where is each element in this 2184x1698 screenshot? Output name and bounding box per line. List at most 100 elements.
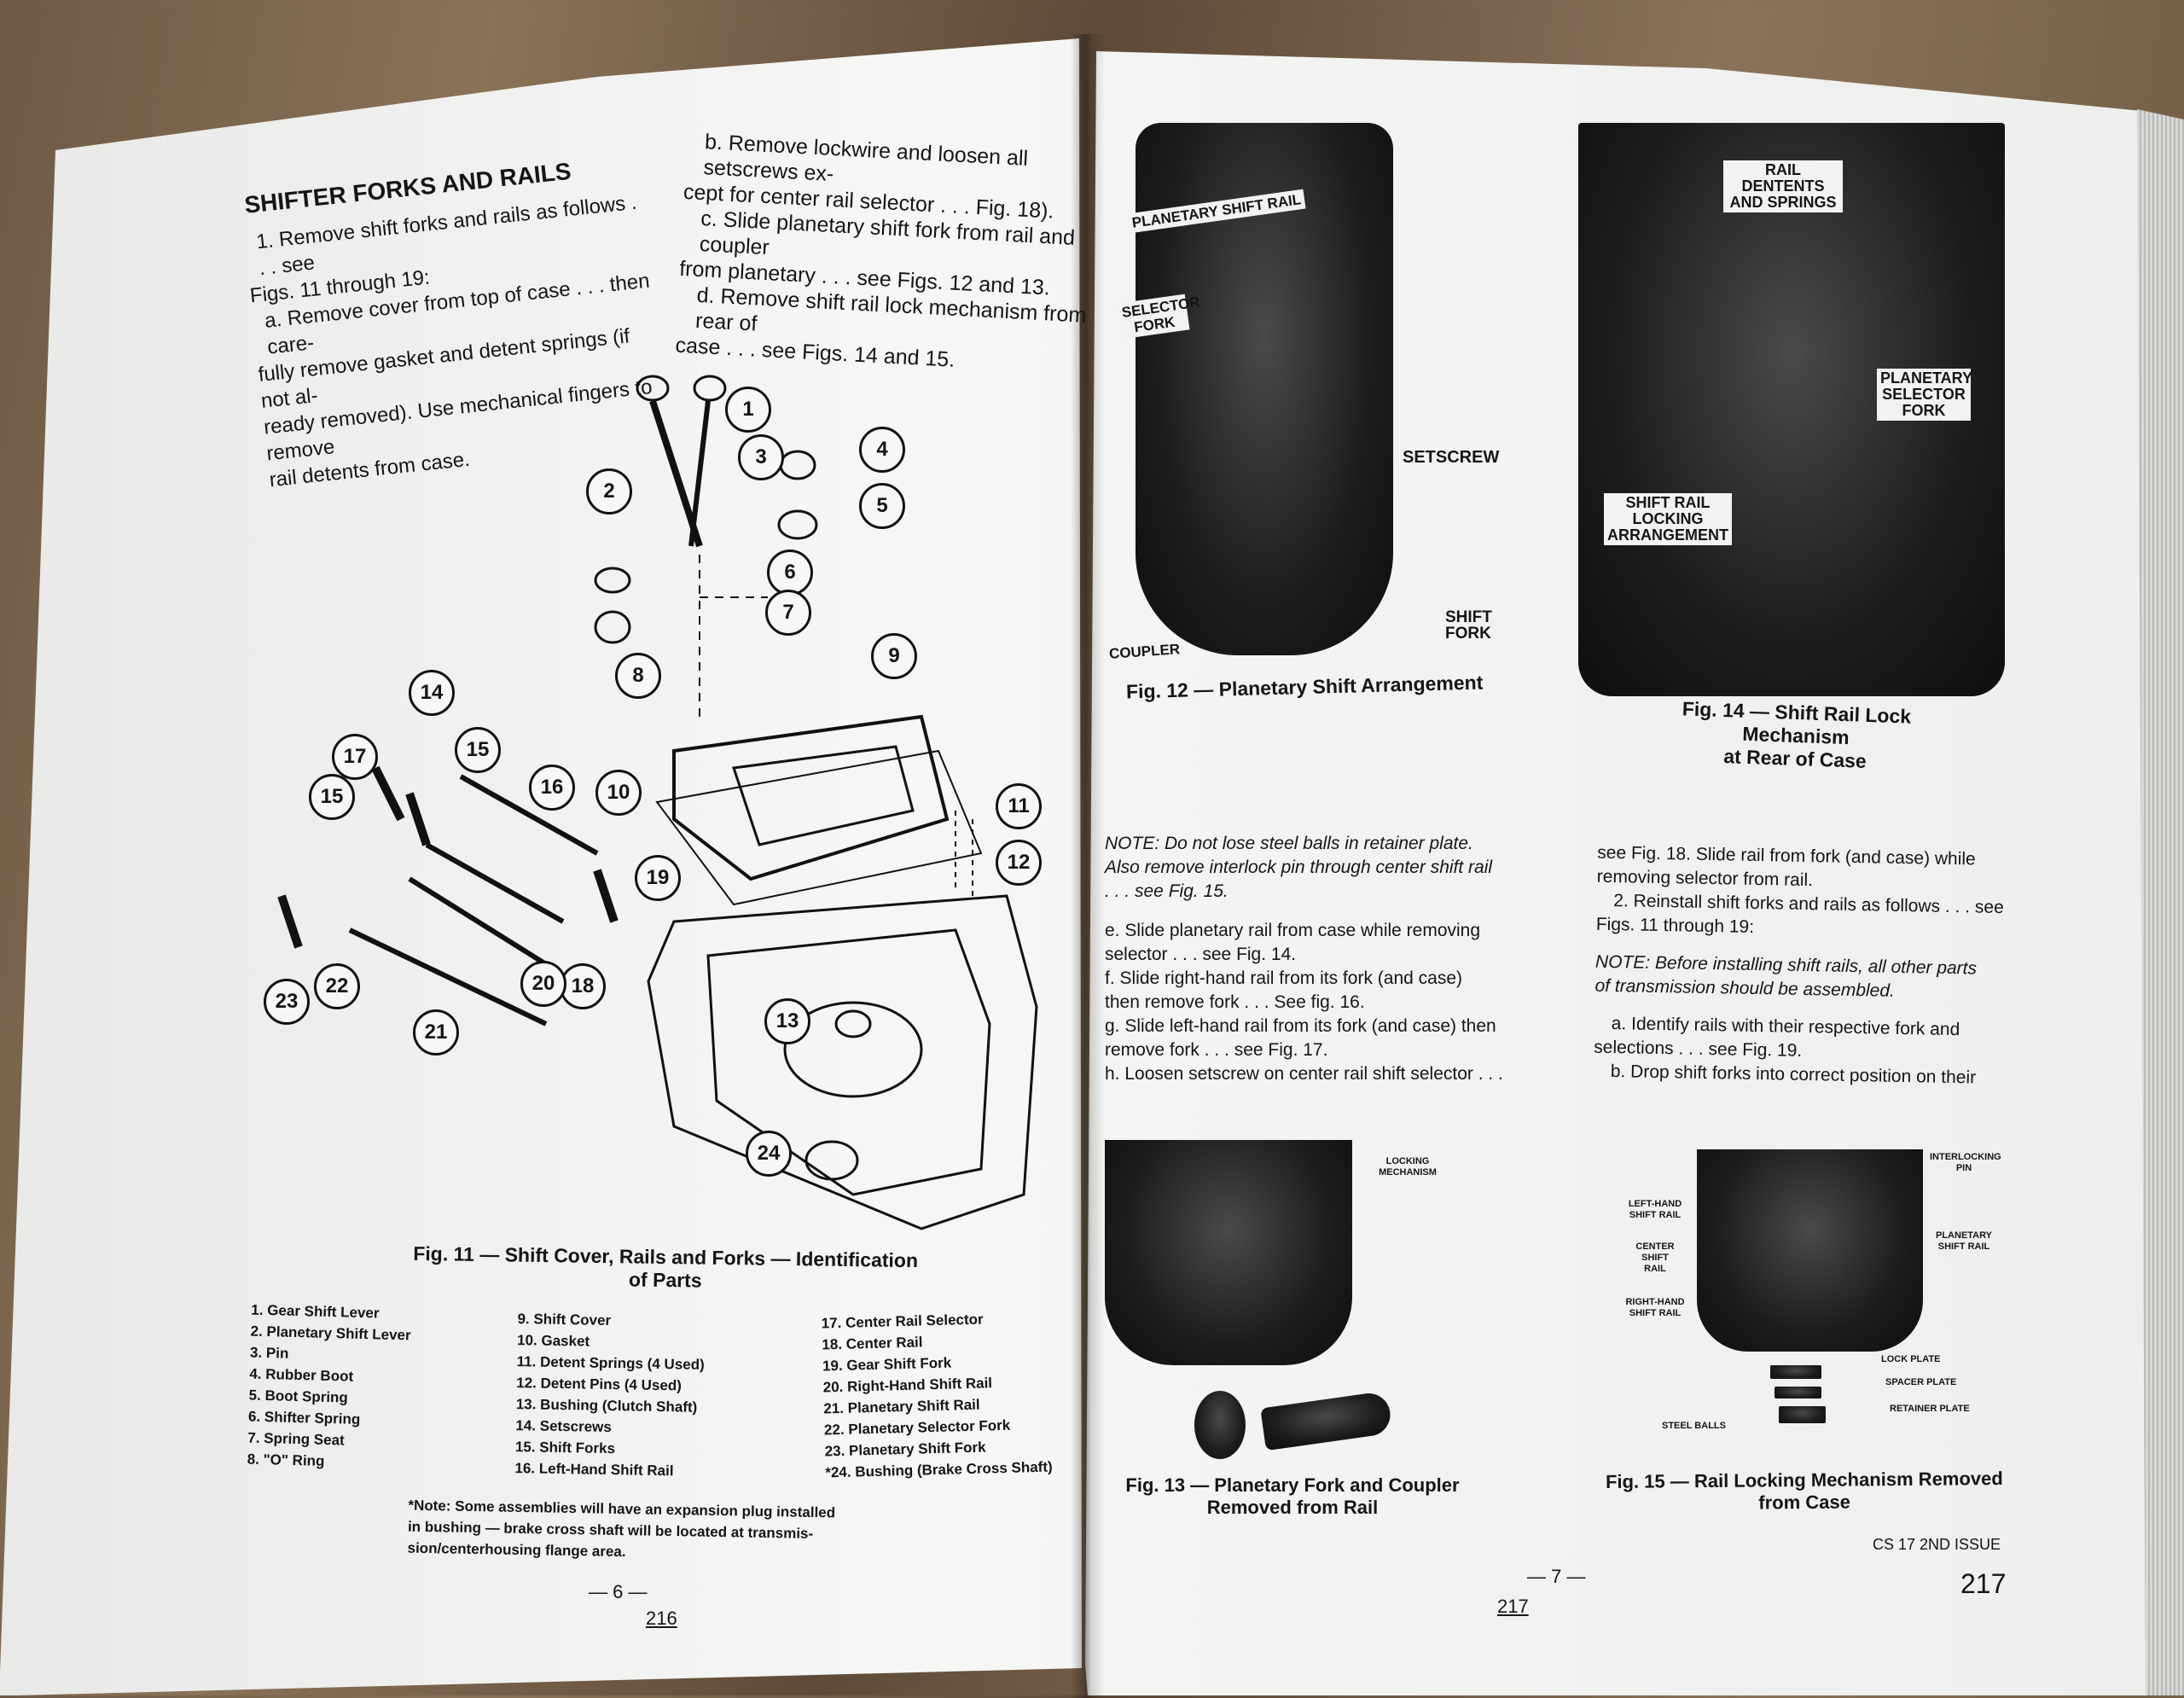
gasket [655,749,983,906]
rubber-boot [594,567,631,594]
text-line: NOTE: Do not lose steel balls in retaine… [1105,834,1473,853]
part-item: 8. "O" Ring [247,1451,325,1469]
issue-label: CS 17 2ND ISSUE [1873,1536,2001,1553]
label-text: SHIFT RAIL LOCKING ARRANGEMENT [1607,494,1728,544]
label-center-rail: CENTER SHIFT RAIL [1634,1242,1676,1275]
part-item: 16. Left-Hand Shift Rail [514,1460,674,1480]
label-left-hand-rail: LEFT-HAND SHIFT RAIL [1621,1199,1689,1221]
label-planetary-shift-rail: PLANETARY SHIFT RAIL [1930,1230,1998,1253]
callout-19: 19 [635,855,681,901]
fig11-caption: Fig. 11 — Shift Cover, Rails and Forks —… [324,1241,1008,1296]
part-item: 13. Bushing (Clutch Shaft) [515,1396,698,1416]
label-text: SPACER PLATE [1885,1377,1957,1387]
part-item: 14. Setscrews [515,1417,612,1436]
fig13-photo [1105,1140,1352,1365]
page-number: 217 [1497,1596,1529,1617]
case-bore [783,1001,923,1098]
shift-forks [277,765,619,949]
label-interlocking-pin: INTERLOCKING PIN [1930,1152,2001,1174]
label-text: COUPLER [1108,641,1181,662]
callout-23: 23 [264,979,310,1025]
callout-10: 10 [595,770,642,816]
shift-rails [348,774,599,1026]
callout-2: 2 [586,468,632,515]
label-shift-fork: SHIFT FORK [1442,608,1493,643]
label-text: LEFT-HAND SHIFT RAIL [1628,1199,1682,1220]
retainer-plate [1779,1406,1826,1423]
text-line: Also remove interlock pin through center… [1105,858,1493,877]
lock-plate [1770,1365,1821,1379]
coupler-part [1194,1391,1246,1459]
text-line: selector . . . see Fig. 14. [1105,945,1297,964]
callout-16: 16 [529,765,575,811]
label-rail-dentents: RAIL DENTENTS AND SPRINGS [1723,160,1843,212]
fig15-caption: Fig. 15 — Rail Locking Mechanism Removed… [1595,1468,2013,1515]
transmission-case [647,894,1038,1230]
label-shift-rail-locking: SHIFT RAIL LOCKING ARRANGEMENT [1604,493,1732,545]
right-text-col2: see Fig. 18. Slide rail from fork (and c… [1594,841,2016,1091]
label-text: LOCK PLATE [1881,1354,1941,1364]
callout-9: 9 [871,633,917,679]
callout-8: 8 [615,653,661,699]
parts-list-col2: 9. Shift Cover 10. Gasket 11. Detent Spr… [514,1308,706,1482]
callout-1: 1 [725,387,771,433]
planetary-shift-lever [688,400,711,547]
callout-15: 15 [455,727,501,773]
callout-18: 18 [560,963,606,1009]
spring [594,610,631,644]
label-retainer-plate: RETAINER PLATE [1890,1404,1970,1415]
callout-11: 11 [996,783,1042,829]
text-line: g. Slide left-hand rail from its fork (a… [1105,1016,1496,1036]
spacer-plate [1774,1387,1821,1399]
text-line: f. Slide right-hand rail from its fork (… [1105,968,1462,988]
callout-20: 20 [520,961,566,1007]
page-marker: — 7 — [1527,1566,1586,1587]
page-number: 216 [646,1608,677,1629]
label-text: RETAINER PLATE [1890,1404,1970,1414]
stamped-page-number: 217 [1960,1568,2007,1599]
shift-cover [672,714,950,881]
part-item: 15. Shift Forks [514,1439,616,1457]
callout-17: 17 [332,734,378,780]
page-marker: — 6 — [589,1581,648,1602]
callout-6: 6 [767,550,813,596]
right-text-col1: NOTE: Do not lose steel balls in retaine… [1105,832,1565,1086]
text-line: e. Slide planetary rail from case while … [1105,921,1481,940]
callout-15: 15 [309,774,355,820]
lever-knob [636,375,670,402]
cover-plate [732,745,915,846]
callout-21: 21 [413,1009,459,1055]
part-item: 10. Gasket [516,1332,590,1350]
detent-springs [955,811,973,896]
text-line: . . . see Fig. 15. [1105,881,1228,901]
book-gutter [1071,34,1105,1698]
callout-22: 22 [314,963,360,1009]
label-steel-balls: STEEL BALLS [1662,1421,1726,1432]
caption-line: from Case [1758,1491,1851,1514]
callout-5: 5 [859,483,905,529]
callout-24: 24 [746,1131,792,1177]
case-interior [706,928,991,1196]
rubber-boot [779,450,816,480]
caption-line: Fig. 13 — Planetary Fork and Coupler [1125,1474,1460,1496]
text-line: remove fork . . . see Fig. 17. [1105,1040,1328,1060]
label-right-hand-rail: RIGHT-HAND SHIFT RAIL [1621,1297,1689,1319]
caption-line: Removed from Rail [1206,1497,1379,1518]
parts-list-col3: 17. Center Rail Selector 18. Center Rail… [821,1307,1053,1484]
label-text: SETSCREW [1403,448,1500,467]
label-text: PLANETARY SELECTOR FORK [1880,369,1972,419]
fig13-caption: Fig. 13 — Planetary Fork and Coupler Rem… [1113,1474,1472,1519]
boot-spring [777,509,818,540]
text-line: then remove fork . . . See fig. 16. [1105,992,1365,1012]
label-planetary-selector-fork: PLANETARY SELECTOR FORK [1877,369,1972,421]
callout-12: 12 [996,840,1042,886]
bushing-24 [804,1140,859,1181]
callout-3: 3 [738,434,784,480]
label-text: PLANETARY SHIFT RAIL [1936,1230,1992,1252]
caption-line: Fig. 15 — Rail Locking Mechanism Removed [1605,1467,2003,1493]
lever-knob [693,375,727,402]
parts-list-col1: 1. Gear Shift Lever 2. Planetary Shift L… [247,1300,411,1474]
fig14-caption: Fig. 14 — Shift Rail Lock Mechanism at R… [1637,696,1955,776]
